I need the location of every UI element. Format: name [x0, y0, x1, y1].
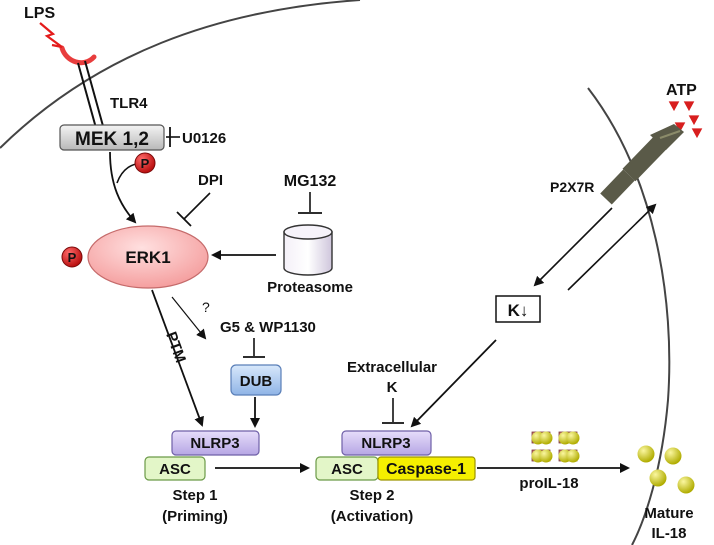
mek-label: MEK 1,2	[75, 129, 149, 150]
g5-wp1130-label: G5 & WP1130	[220, 319, 316, 336]
dpi-inhibit-line	[183, 192, 211, 220]
ptm-label: PTM	[162, 330, 189, 366]
lightning-icon	[39, 22, 63, 49]
p2x7r-label: P2X7R	[550, 179, 594, 195]
nlrp3-box-step1	[171, 430, 260, 456]
step2-sublabel: (Activation)	[331, 508, 414, 525]
extracellular-k-label: K	[387, 379, 398, 396]
tlr4-receptor-line-b	[84, 60, 104, 127]
atp-icon	[667, 100, 704, 140]
k-efflux-arrow-out	[567, 203, 657, 291]
dub-label: DUB	[240, 373, 273, 390]
phospho-icon-mek	[134, 152, 156, 174]
nlrp3-label-step1: NLRP3	[190, 435, 239, 452]
step1-sublabel: (Priming)	[162, 508, 228, 525]
dpi-inhibit-bar	[176, 211, 192, 227]
k-efflux-arrow-in	[533, 207, 613, 287]
proteasome-label: Proteasome	[267, 279, 353, 296]
step2-label: Step 2	[349, 487, 394, 504]
erk-to-dub-arrow	[171, 296, 207, 340]
asc-label-step2: ASC	[331, 461, 363, 478]
dpi-label: DPI	[198, 172, 223, 189]
caspase1-box	[377, 456, 476, 481]
k-to-step2-arrow	[410, 339, 497, 428]
cell-membrane-left	[0, 0, 361, 149]
phospho-label-erk: P	[68, 250, 77, 265]
p2x7r-receptor-icon	[600, 124, 684, 205]
erk1-node	[87, 225, 209, 289]
proteasome-icon	[283, 231, 333, 276]
mek-box	[59, 124, 165, 151]
tlr4-receptor-line-a	[77, 62, 97, 129]
proil18-icon	[531, 431, 580, 463]
atp-label: ATP	[666, 82, 697, 99]
lps-label: LPS	[24, 5, 55, 22]
tlr4-label: TLR4	[110, 95, 148, 112]
mature-label: Mature	[644, 505, 693, 522]
phospho-curve	[116, 163, 137, 184]
erk1-label: ERK1	[125, 248, 170, 267]
u0126-label: U0126	[182, 130, 226, 147]
mek-to-erk-arrow	[109, 151, 137, 224]
lps-bound-arc	[59, 45, 97, 66]
extracellular-label: Extracellular	[347, 359, 437, 376]
proteasome-icon-top	[283, 224, 333, 240]
step1-label: Step 1	[172, 487, 217, 504]
mature-il18-icon	[637, 445, 695, 494]
asc-label-step1: ASC	[159, 461, 191, 478]
nlrp3-box-step2	[341, 430, 432, 456]
erk-to-nlrp3-ptm-arrow	[151, 289, 204, 427]
phospho-icon-erk	[61, 246, 83, 268]
phospho-label-mek: P	[141, 156, 150, 171]
caspase1-label: Caspase-1	[386, 461, 466, 478]
nlrp3-label-step2: NLRP3	[361, 435, 410, 452]
dub-box	[230, 364, 282, 396]
mg132-label: MG132	[284, 173, 337, 190]
proil18-label: proIL-18	[519, 475, 578, 492]
question-label: ?	[202, 299, 210, 315]
asc-box-step1	[144, 456, 206, 481]
k-down-label: K↓	[508, 301, 529, 320]
k-down-box	[495, 295, 541, 323]
mature-il18-label: IL-18	[651, 525, 686, 542]
